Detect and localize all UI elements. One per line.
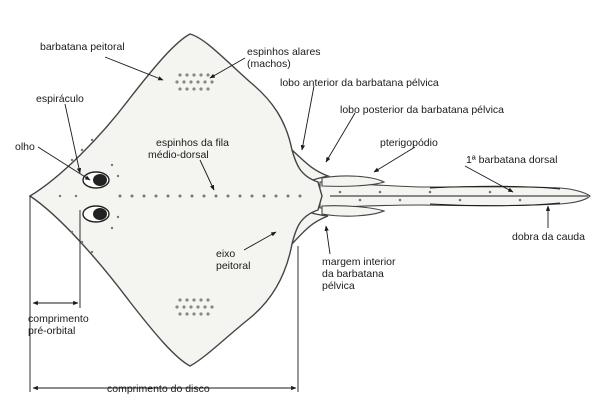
clasper: [321, 175, 386, 217]
head-dots: [58, 138, 120, 254]
label-comprimento-disco: comprimento do disco: [107, 383, 210, 395]
measure-lines: [29, 196, 299, 392]
label-barbatana-peitoral: barbatana peitoral: [40, 41, 125, 53]
label-peitoral: peitoral: [216, 260, 250, 272]
label-lobo-anterior: lobo anterior da barbatana pélvica: [280, 77, 439, 89]
disc-outline: [28, 33, 323, 367]
eye-lower: [82, 205, 110, 223]
label-comprimento: comprimento: [28, 313, 89, 325]
label-da-barbatana: da barbatana: [322, 268, 384, 280]
alar-spines-lower: [175, 298, 214, 316]
label-espinhos-alares-machos: (machos): [247, 58, 291, 70]
label-espinhos-alares: espinhos alares: [247, 46, 321, 58]
label-margem-interior: margem interior: [322, 256, 396, 268]
label-olho: olho: [15, 141, 35, 153]
label-espinhos-fila: espinhos da fila: [156, 137, 229, 149]
tail: [319, 181, 591, 209]
mid-dorsal-spines: [118, 190, 522, 202]
eye-upper: [82, 171, 110, 189]
label-dobra-cauda: dobra da cauda: [512, 231, 585, 243]
label-pterigopodio: pterigopódio: [380, 137, 438, 149]
alar-spines-upper: [175, 73, 214, 91]
leader-lines: [37, 56, 551, 255]
label-pre-orbital: pré-orbital: [28, 325, 75, 337]
label-eixo: eixo: [216, 248, 235, 260]
label-pelvica: pélvica: [322, 280, 355, 292]
label-primeira-dorsal: 1ª barbatana dorsal: [466, 154, 557, 166]
label-espiraculo: espiráculo: [36, 93, 84, 105]
label-lobo-posterior: lobo posterior da barbatana pélvica: [340, 104, 504, 116]
label-medio-dorsal: médio-dorsal: [148, 149, 209, 161]
